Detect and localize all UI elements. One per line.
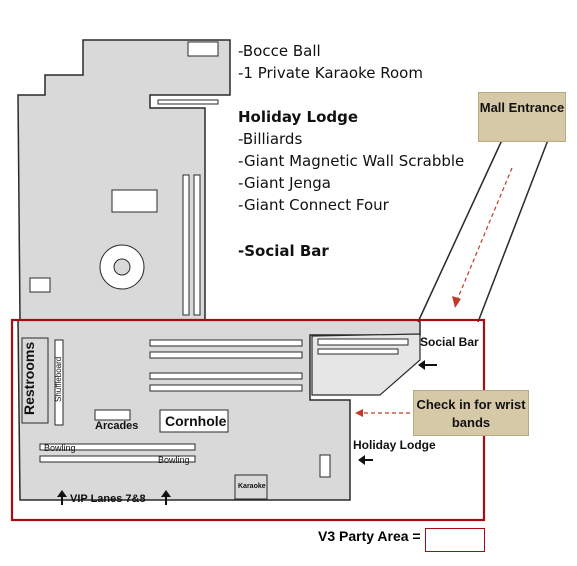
bar-counter-2 [317,348,399,355]
arcade-block [94,409,131,421]
entrance-wall-right [477,139,549,323]
karaoke-block [234,474,268,500]
entrance-wall-left [417,139,503,323]
social-bar-label: Social Bar [420,335,479,349]
mall-entrance-callout: Mall Entrance [478,92,566,142]
amenity-item: -1 Private Karaoke Room [238,64,423,82]
restrooms-label: Restrooms [21,341,37,415]
lodge-item: -Giant Magnetic Wall Scrabble [238,152,465,170]
social-bar-heading: -Social Bar [238,242,329,260]
holiday-lodge-arrow [358,455,373,465]
holiday-lodge-label: Holiday Lodge [353,438,436,452]
cornhole-block [159,409,229,433]
bocce-lane-1 [182,174,190,316]
bowling-lane-2 [39,455,196,463]
check-in-callout: Check in for wrist bands [413,390,529,436]
checkin-arrow-head [355,409,363,417]
lodge-item: -Giant Jenga [238,174,331,192]
bowling-left-label: Bowling [44,443,76,453]
bowling-lane-1 [39,443,196,451]
bowling-right-label: Bowling [158,455,190,465]
lane-1 [149,339,303,347]
shuffleboard-label: Shuffleboard [54,356,63,402]
legend-label: V3 Party Area = [318,528,421,544]
karaoke-label: Karaoke [238,483,266,490]
lane-2 [149,351,303,359]
entrance-arrow [454,167,513,306]
entrance-arrow-head [452,296,461,308]
arcades-label: Arcades [95,420,139,432]
holiday-lodge-heading: Holiday Lodge [238,108,359,126]
top-tables [187,41,219,57]
amenities-top-list: -Bocce Ball -1 Private Karaoke Room [238,40,423,84]
lodge-item: -Billiards [238,130,303,148]
booth-row [111,189,158,213]
bocce-lane-2 [193,174,201,316]
round-bar-inner [113,258,131,276]
restrooms-block [21,337,49,424]
lane-4 [149,384,303,392]
lodge-item: -Giant Connect Four [238,196,389,214]
shuffleboard-strip [54,339,64,426]
vip-lanes-label: VIP Lanes 7&8 [70,493,146,505]
pool-table [319,454,331,478]
vip-arrow-right [161,490,171,505]
vip-arrow-left [57,490,67,505]
cornhole-label: Cornhole [165,413,227,429]
lane-3 [149,372,303,380]
bar-counter [317,338,409,346]
social-bar-arrow [418,360,437,370]
legend-swatch [425,528,485,552]
left-booth [29,277,51,293]
holiday-lodge-list: Holiday Lodge -Billiards -Giant Magnetic… [238,106,464,216]
amenity-item: -Bocce Ball [238,42,321,60]
ctr-bar [157,99,219,105]
